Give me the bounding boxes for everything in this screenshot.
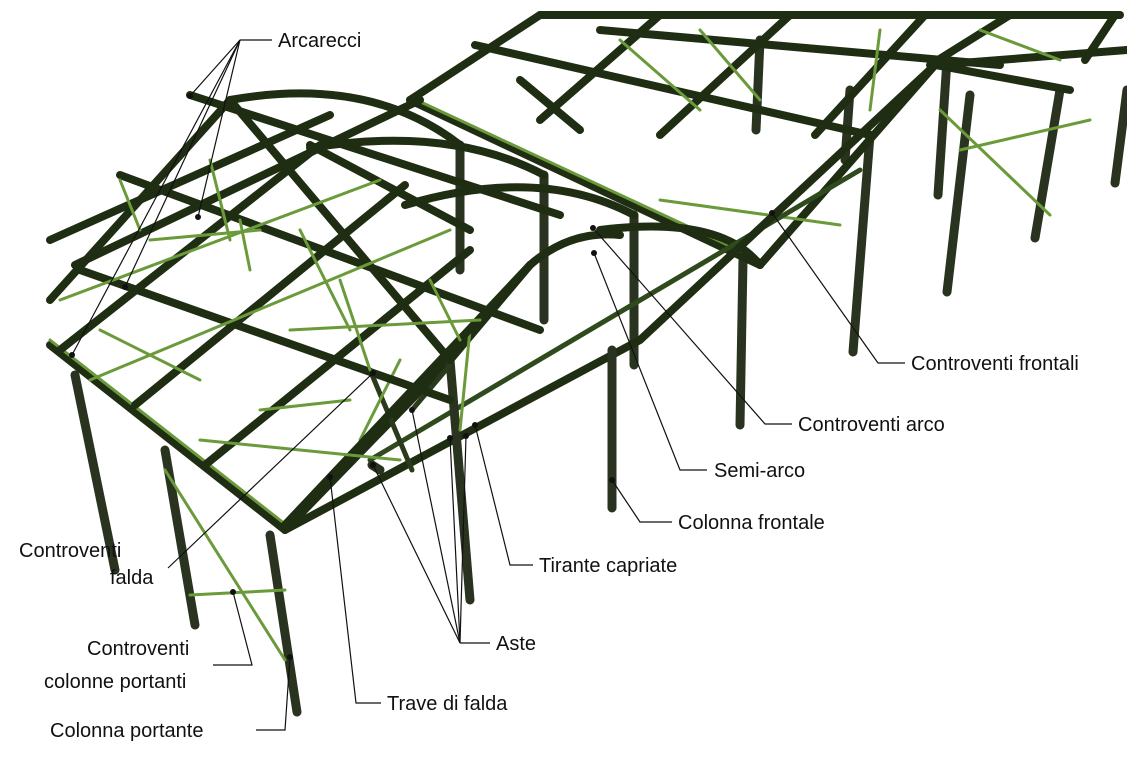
label-tirante-capriate: Tirante capriate xyxy=(539,555,677,577)
back-roof xyxy=(406,11,1127,269)
leader-controventi-falda xyxy=(167,370,376,569)
steel-frame xyxy=(46,11,1127,717)
labels: Arcarecci Controventi frontali Controven… xyxy=(19,30,1079,742)
label-aste: Aste xyxy=(496,633,536,655)
leader-colonna-portante xyxy=(256,654,293,731)
left-roof xyxy=(46,89,638,529)
leader-lines xyxy=(69,39,905,731)
label-semi-arco: Semi-arco xyxy=(714,460,805,482)
leader-controventi-arco xyxy=(590,225,792,425)
leader-aste xyxy=(370,407,490,644)
front-eave xyxy=(46,338,302,717)
leader-semi-arco xyxy=(591,250,707,471)
label-arcarecci: Arcarecci xyxy=(278,30,361,52)
label-controventi-colonne-line1: Controventi xyxy=(87,638,189,660)
label-controventi-falda-line1: Controventi xyxy=(19,540,121,562)
front-frame xyxy=(281,61,939,605)
label-controventi-falda-line2: falda xyxy=(110,567,154,589)
leader-trave-di-falda xyxy=(327,474,381,704)
label-controventi-arco: Controventi arco xyxy=(798,414,945,436)
label-controventi-frontali: Controventi frontali xyxy=(911,353,1079,375)
leader-controventi-frontali xyxy=(769,210,905,364)
leader-controventi-colonne xyxy=(213,589,253,666)
label-controventi-colonne-line2: colonne portanti xyxy=(44,671,186,693)
label-colonna-portante: Colonna portante xyxy=(50,720,203,742)
leader-tirante-capriate xyxy=(472,422,533,566)
label-colonna-frontale: Colonna frontale xyxy=(678,512,825,534)
label-trave-di-falda: Trave di falda xyxy=(387,693,508,715)
leader-colonna-frontale xyxy=(609,477,672,523)
leader-arcarecci xyxy=(69,39,272,358)
